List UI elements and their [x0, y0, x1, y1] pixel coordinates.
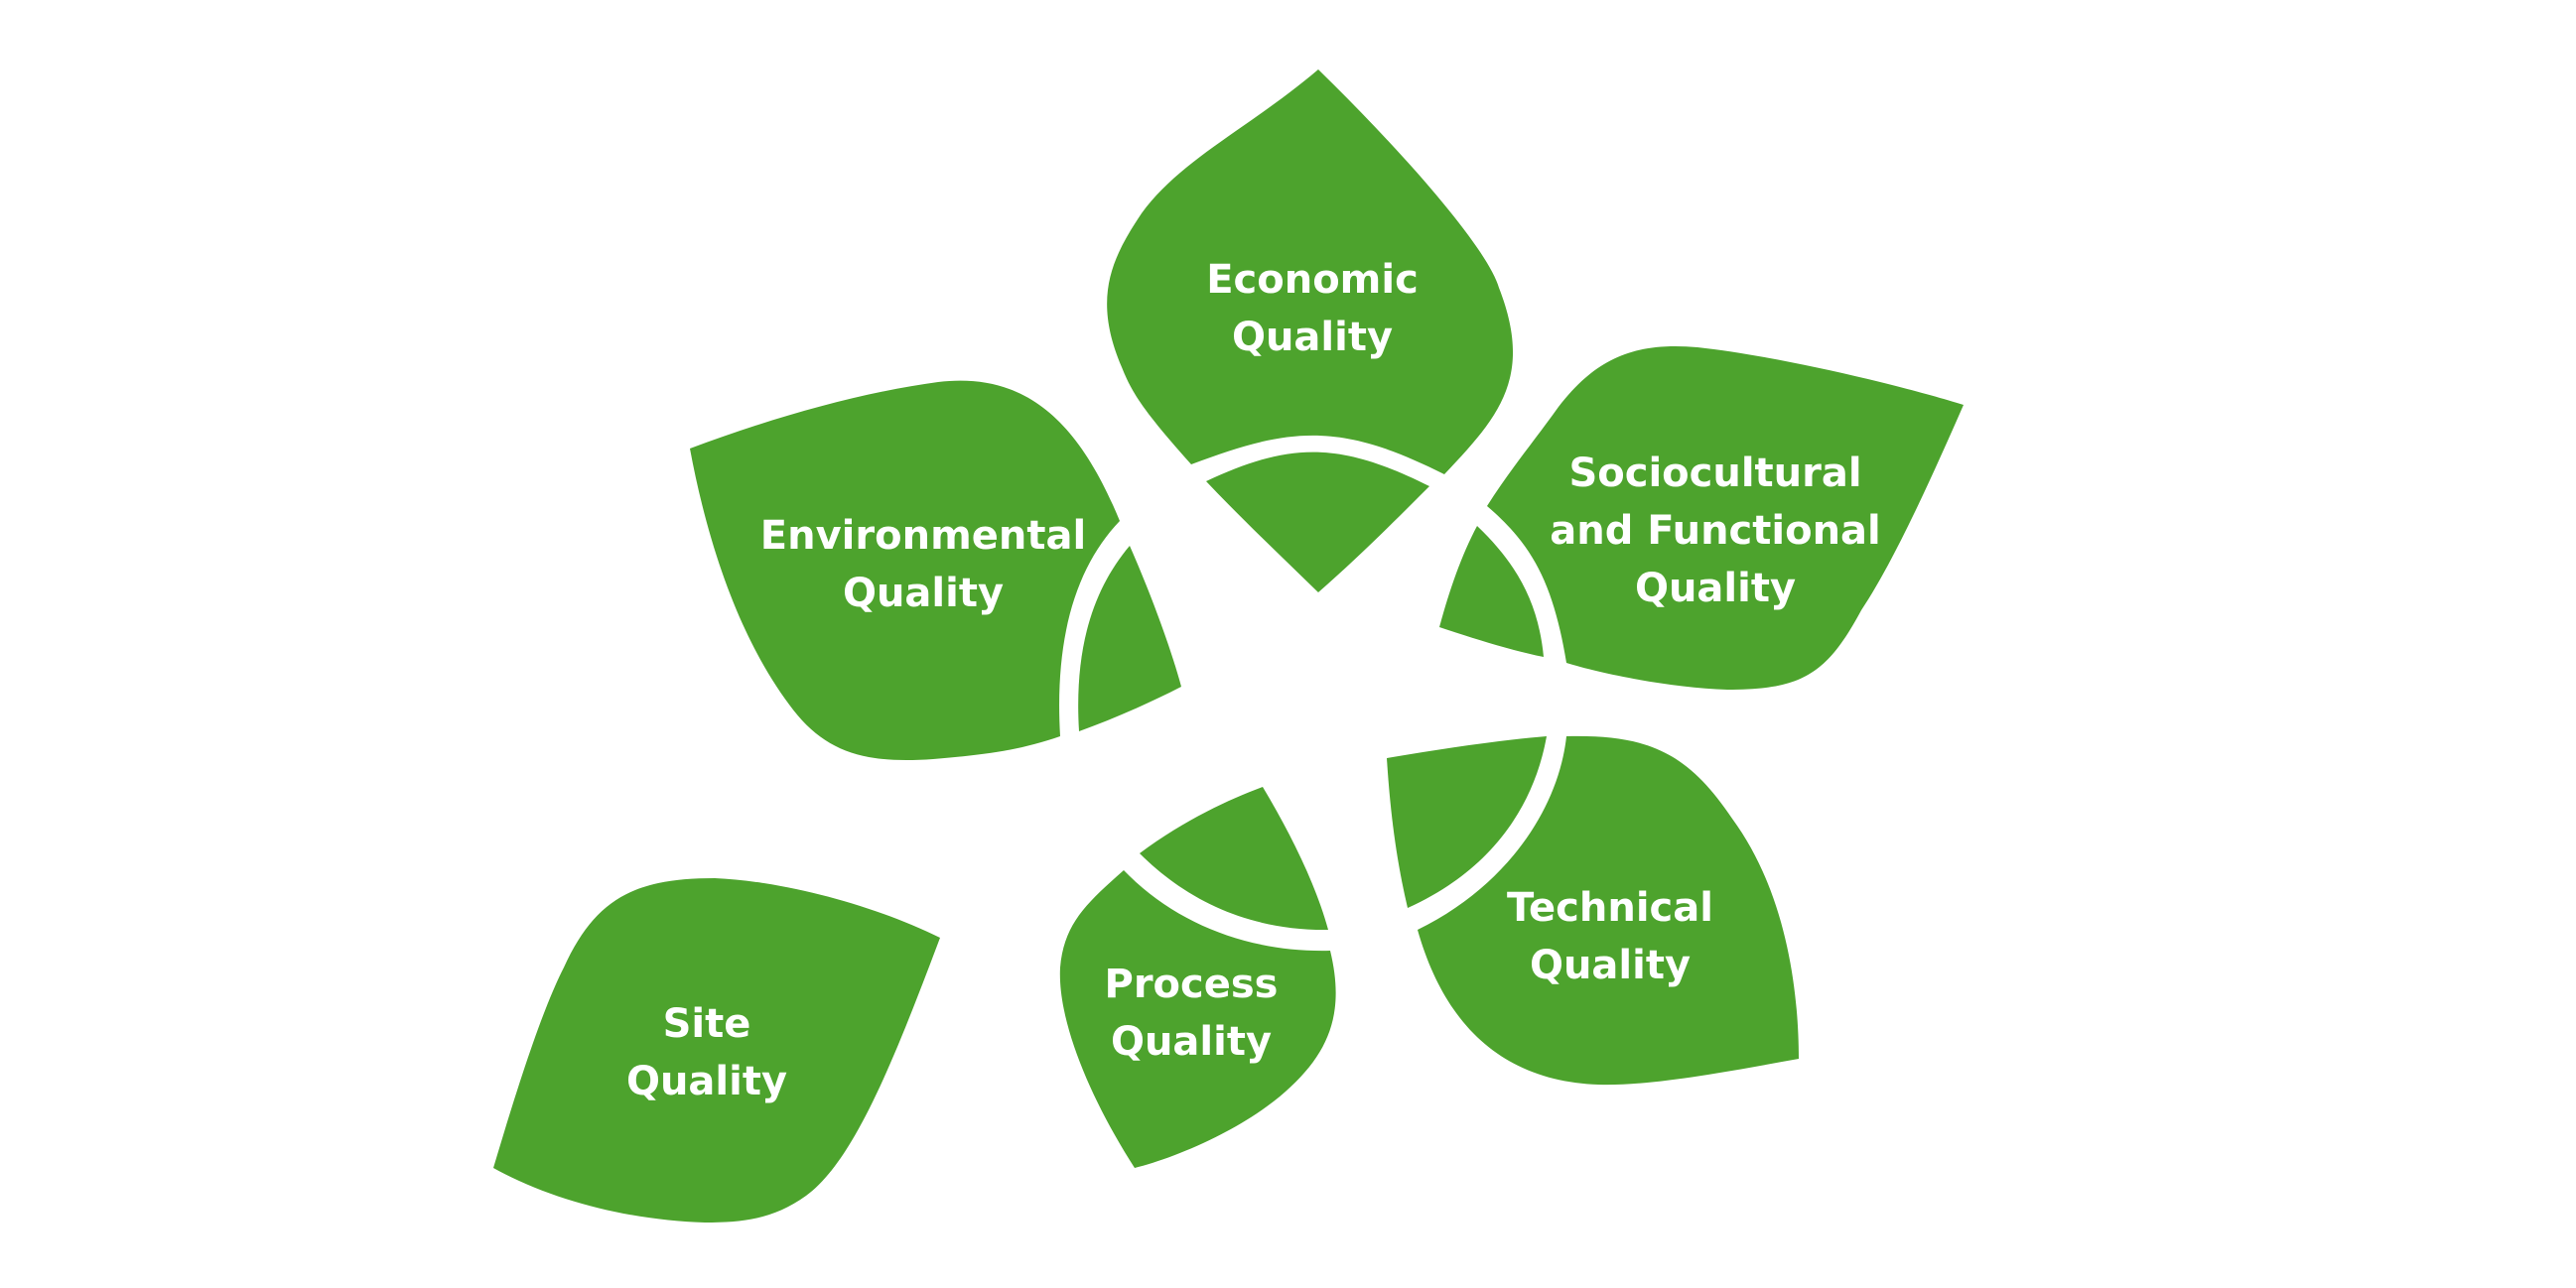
petal-technical-inner-segment — [1387, 736, 1547, 908]
petal-environmental-shape — [690, 380, 1120, 761]
process-label-line1: Process — [1105, 962, 1279, 1007]
petal-economic-quality: Economic Quality — [1107, 69, 1514, 592]
economic-label-line1: Economic — [1206, 257, 1419, 303]
petal-economic-shape — [1107, 69, 1514, 474]
petal-sociocultural-quality: Sociocultural and Functional Quality — [1439, 346, 1964, 690]
petal-technical-quality: Technical Quality — [1387, 735, 1799, 1086]
petal-technical-shape — [1418, 735, 1799, 1086]
petal-process-inner-segment — [1140, 787, 1328, 931]
petal-site-quality: Site Quality — [493, 878, 940, 1223]
petal-economic-inner-segment — [1206, 451, 1429, 592]
site-label-line2: Quality — [626, 1059, 787, 1104]
technical-label-line2: Quality — [1530, 943, 1691, 988]
petal-process-shape — [1059, 870, 1336, 1168]
petal-sociocultural-inner-segment — [1439, 526, 1544, 657]
petal-site-shape — [493, 878, 940, 1223]
environmental-label-line1: Environmental — [760, 513, 1086, 559]
technical-label-line1: Technical — [1507, 885, 1713, 931]
petal-environmental-quality: Environmental Quality — [690, 380, 1181, 761]
environmental-label-line2: Quality — [843, 571, 1004, 616]
process-label-line2: Quality — [1111, 1019, 1272, 1065]
site-label-line1: Site — [663, 1001, 751, 1047]
petal-process-quality: Process Quality — [1059, 787, 1336, 1168]
petal-sociocultural-shape — [1487, 346, 1964, 690]
sociocultural-label-line1: Sociocultural — [1568, 451, 1861, 496]
sociocultural-label-line2: and Functional — [1550, 508, 1881, 554]
sociocultural-label-line3: Quality — [1635, 566, 1796, 611]
petal-environmental-inner-segment — [1078, 546, 1181, 731]
economic-label-line2: Quality — [1232, 315, 1393, 360]
